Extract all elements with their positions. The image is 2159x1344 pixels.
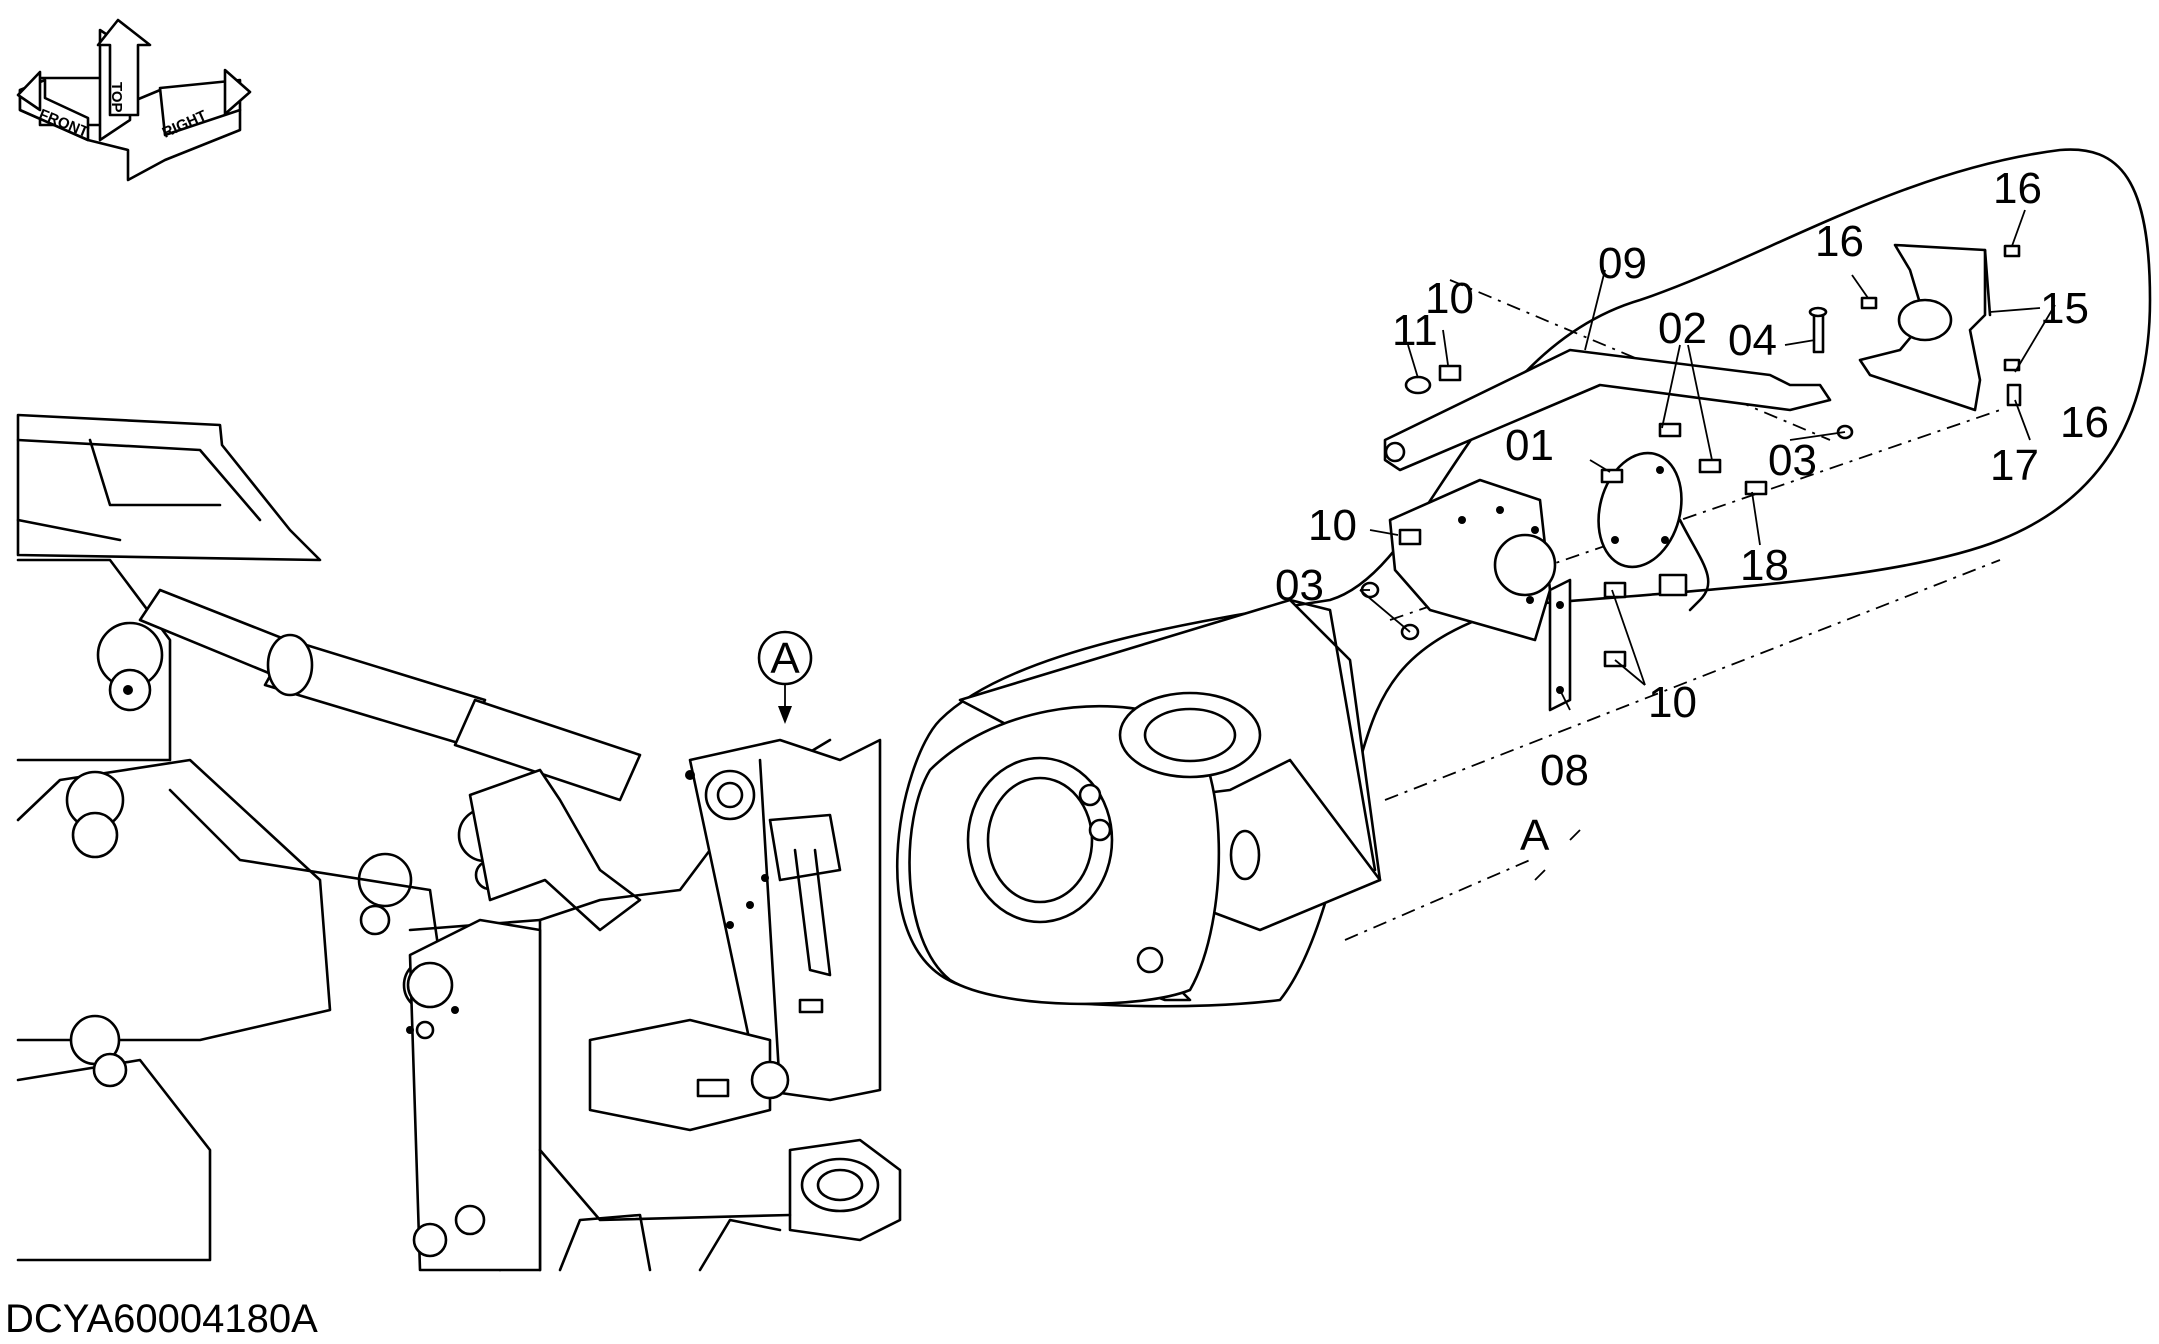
machine-frame: A — [16, 413, 902, 1272]
detail-marker-label: A — [770, 634, 800, 683]
orientation-icon: FRONT TOP RIGHT — [16, 18, 252, 182]
bolts — [1360, 244, 2022, 668]
leader-lines — [1359, 209, 2056, 881]
detail-a-enclosure — [895, 148, 2152, 1008]
callout-08: 08 — [1540, 746, 1589, 795]
callout-03-right: 03 — [1768, 436, 1817, 485]
callout-16-mid: 16 — [1815, 217, 1864, 266]
callout-18: 18 — [1740, 541, 1789, 590]
detail-a-label: A — [1520, 811, 1550, 860]
callout-10-bottom: 10 — [1648, 678, 1697, 727]
callout-labels: 11 10 09 02 04 16 16 15 16 17 03 01 10 0… — [1275, 164, 2109, 860]
callout-16-top: 16 — [1993, 164, 2042, 213]
detail-a-parts — [908, 209, 2056, 1006]
callout-03-left: 03 — [1275, 561, 1324, 610]
callout-01: 01 — [1505, 421, 1554, 470]
top-label: TOP — [108, 82, 125, 113]
callout-17: 17 — [1990, 441, 2039, 490]
drawing-code: DCYA60004180A — [5, 1297, 318, 1341]
callout-11: 11 — [1392, 306, 1438, 355]
callout-10-left: 10 — [1308, 501, 1357, 550]
callout-16-right: 16 — [2060, 398, 2109, 447]
callout-10-top: 10 — [1425, 274, 1474, 323]
callout-15: 15 — [2040, 284, 2089, 333]
callout-09: 09 — [1598, 239, 1647, 288]
bolt-04 — [1808, 306, 1828, 354]
callout-04: 04 — [1728, 316, 1777, 365]
callout-02: 02 — [1658, 304, 1707, 353]
